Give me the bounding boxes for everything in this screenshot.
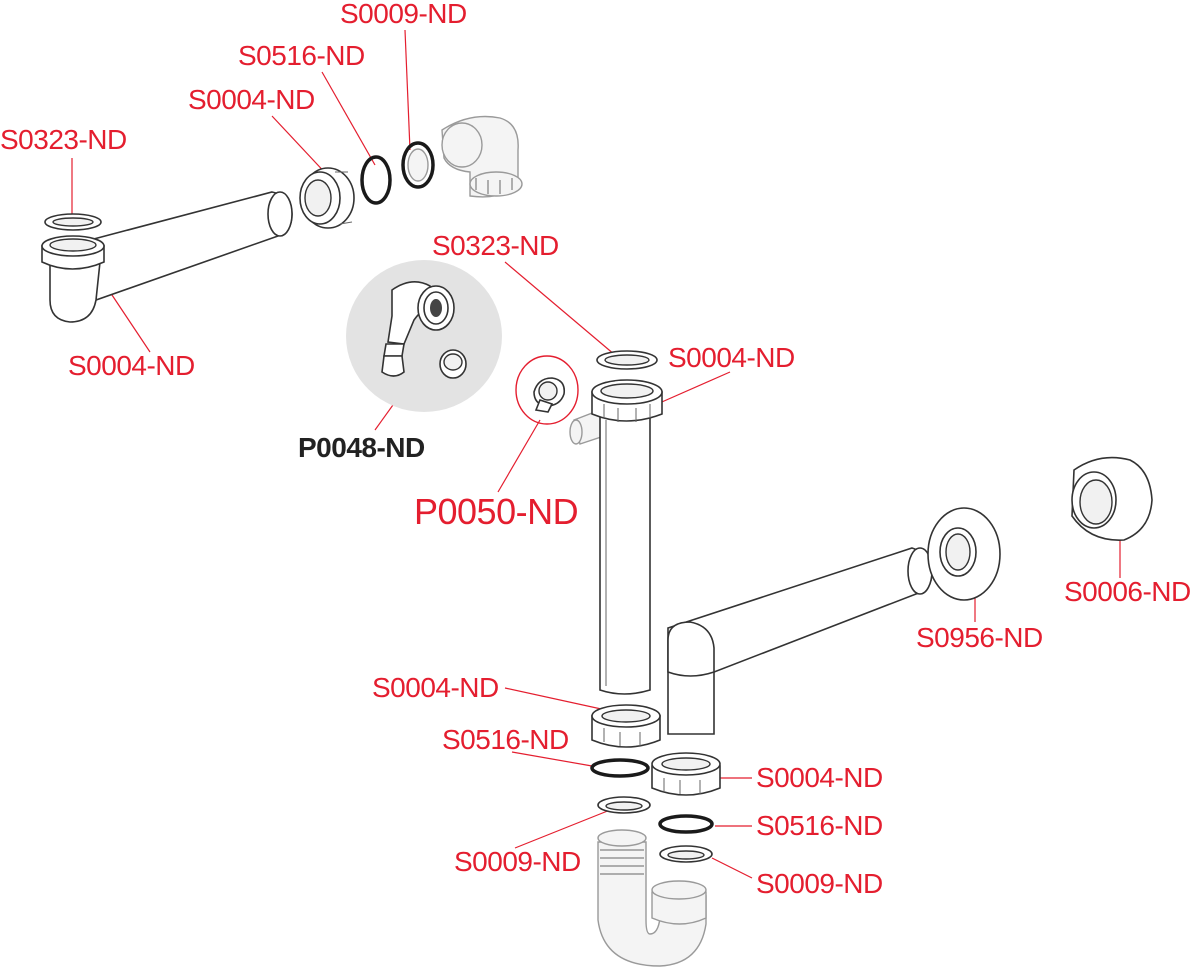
- leader-plug-p0050: [497, 419, 541, 493]
- label-mid-s0004: S0004-ND: [668, 342, 795, 373]
- u-trap: [597, 829, 707, 967]
- label-top-s0009: S0009-ND: [340, 0, 467, 29]
- low-seal-s0009-a: [597, 796, 651, 814]
- low-seal-s0516-b: [658, 814, 714, 834]
- leader-low-s0004-a: [504, 687, 616, 713]
- leader-top-s0004: [271, 115, 331, 179]
- right-horizontal-pipe: [667, 547, 933, 735]
- label-left-s0323: S0323-ND: [0, 124, 127, 155]
- plug-p0050: [515, 355, 579, 425]
- kit-p0048: [346, 260, 502, 412]
- leader-low-s0516-a: [511, 751, 593, 767]
- top-seal-s0516: [360, 155, 392, 205]
- leader-top-s0516: [321, 71, 376, 166]
- rosette-s0956: [927, 507, 1001, 601]
- label-low-s0009-b: S0009-ND: [756, 868, 883, 899]
- label-top-s0516: S0516-ND: [238, 40, 365, 71]
- leader-low-s0009-b: [711, 857, 753, 879]
- elbow-fitting: [441, 115, 523, 198]
- label-mid-s0323: S0323-ND: [432, 230, 559, 261]
- low-seal-s0009-b: [659, 845, 713, 863]
- horizontal-pipe: [89, 191, 293, 302]
- label-top-s0004: S0004-ND: [188, 84, 315, 115]
- top-nut-s0004: [299, 167, 355, 229]
- mid-nut-s0004: [591, 379, 663, 422]
- leader-top-s0009: [404, 29, 411, 151]
- leader-low-s0009-a: [514, 805, 621, 849]
- label-right-s0956: S0956-ND: [916, 622, 1043, 653]
- cover-s0006: [1071, 456, 1153, 541]
- leader-mid-s0004: [654, 371, 731, 406]
- vertical-pipe: [599, 411, 651, 695]
- side-spigot: [569, 409, 605, 445]
- low-nut-s0004-a: [591, 704, 661, 748]
- label-low-s0516-a: S0516-ND: [442, 724, 569, 755]
- top-seal-s0009: [401, 141, 435, 189]
- label-plug-p0050: P0050-ND: [414, 491, 579, 532]
- label-low-s0516-b: S0516-ND: [756, 810, 883, 841]
- label-low-s0009-a: S0009-ND: [454, 846, 581, 877]
- leader-lines: [71, 29, 1121, 879]
- label-kit-p0048: P0048-ND: [298, 432, 425, 463]
- label-left-s0004: S0004-ND: [68, 350, 195, 381]
- mid-washer-s0323: [596, 350, 658, 370]
- left-nut-s0004: [41, 235, 105, 270]
- label-right-s0006: S0006-ND: [1064, 576, 1191, 607]
- left-trap-body: [49, 261, 101, 323]
- label-low-s0004-b: S0004-ND: [756, 762, 883, 793]
- low-nut-s0004-b: [651, 752, 721, 796]
- left-washer-s0323: [44, 213, 102, 231]
- label-low-s0004-a: S0004-ND: [372, 672, 499, 703]
- low-seal-s0516-a: [590, 758, 650, 778]
- leader-mid-s0323: [504, 261, 616, 356]
- plug-highlight-circle: [515, 355, 579, 425]
